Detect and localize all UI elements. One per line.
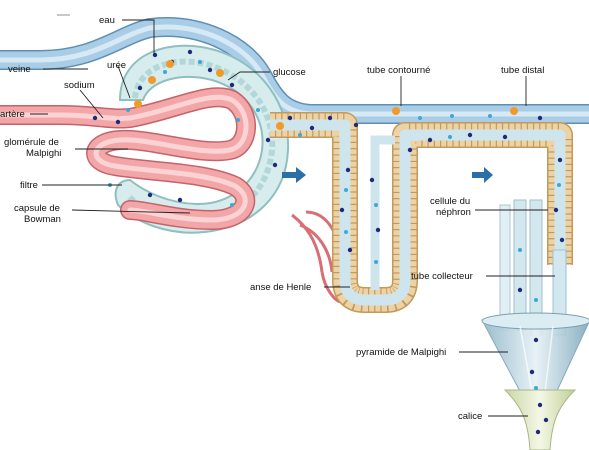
flow-arrows	[282, 167, 493, 183]
label-capsule-line2: Bowman	[24, 214, 61, 225]
label-uree: urée	[107, 60, 126, 71]
label-glucose: glucose	[273, 67, 306, 78]
label-tube-contourne: tube contourné	[367, 65, 430, 76]
label-artere: artère	[0, 109, 25, 120]
label-calice: calice	[458, 411, 482, 422]
label-veine: veine	[8, 64, 31, 75]
malpighi-pyramid	[482, 313, 589, 395]
label-sodium: sodium	[64, 80, 95, 91]
label-tube-distal: tube distal	[501, 65, 544, 76]
label-eau: eau	[99, 15, 115, 26]
leader-lines	[30, 20, 555, 416]
labels: eau veine urée sodium glucose tube conto…	[0, 15, 544, 422]
label-filtre: filtre	[20, 180, 38, 191]
label-pyramide-de-malpighi: pyramide de Malpighi	[356, 347, 446, 358]
label-cellule-line2: néphron	[436, 207, 471, 218]
label-capsule-line1: capsule de	[14, 203, 60, 214]
label-tube-collecteur: tube collecteur	[411, 271, 473, 282]
label-cellule-line1: cellule du	[430, 196, 470, 207]
label-glomerule-line1: glomérule de	[4, 137, 59, 148]
flow-arrow-icon	[472, 167, 493, 183]
label-anse-de-henle: anse de Henle	[250, 282, 311, 293]
label-glomerule-line2: Malpighi	[26, 148, 61, 159]
calyx	[505, 390, 575, 450]
corner-mark	[57, 14, 70, 16]
